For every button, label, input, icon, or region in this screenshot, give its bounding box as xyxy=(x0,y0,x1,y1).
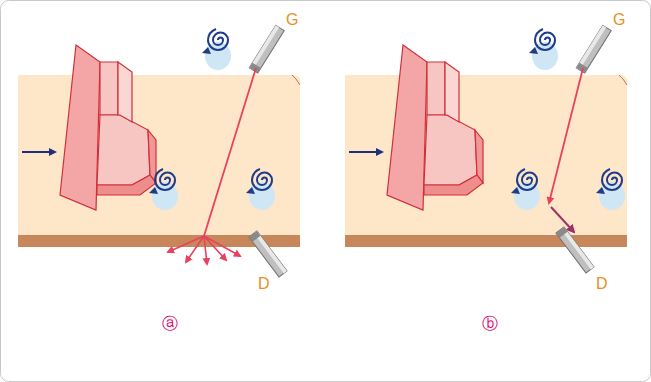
panel-letter: ⓐ xyxy=(162,316,178,332)
probe-label: D xyxy=(596,276,608,292)
probe-label: G xyxy=(613,12,625,28)
probe-label: G xyxy=(286,12,298,28)
probe-label: D xyxy=(258,276,270,292)
panel-letter: ⓑ xyxy=(482,316,498,332)
